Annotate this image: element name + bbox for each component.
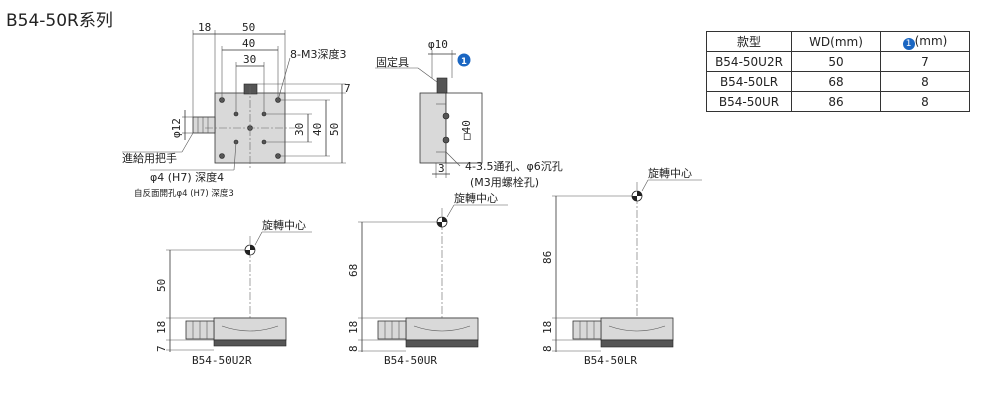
clamp-knob — [243, 83, 258, 95]
badge-1-text: 1 — [461, 57, 467, 67]
model-2-caption: B54-50UR — [384, 354, 437, 367]
model-3-caption: B54-50LR — [584, 354, 637, 367]
page-title: B54-50R系列 — [6, 11, 113, 31]
label-pin-hole: φ4 (H7) 深度4 — [150, 170, 224, 184]
label-feed-handle: 進給用把手 — [122, 151, 177, 165]
cell-val: 8 — [880, 71, 970, 92]
model-view-2: 旋轉中心 68 18 8 B54-50UR — [347, 191, 508, 367]
model-1-caption: B54-50U2R — [192, 354, 252, 367]
model-1-stage: 18 — [155, 321, 168, 334]
side-knob — [436, 77, 448, 94]
model-3-rotation-center: 旋轉中心 — [648, 166, 692, 180]
label-through-holes: 4-3.5通孔、φ6沉孔 — [465, 160, 563, 173]
dim-50-top: 50 — [242, 21, 255, 34]
header-mm: (mm) — [914, 33, 948, 48]
model-view-1: 旋轉中心 50 18 7 B54-50U2R — [155, 218, 312, 367]
dim-7: 7 — [344, 82, 351, 95]
dim-phi12: φ12 — [170, 118, 183, 138]
table-row: B54-50U2R 50 7 — [706, 51, 970, 72]
top-view: 18 50 40 30 7 30 40 50 φ12 8-M3深度3 進給用把手… — [122, 21, 351, 199]
header-model: 款型 — [706, 31, 792, 52]
spec-table: 款型 WD(mm) 1(mm) B54-50U2R 50 7 B54-50LR … — [706, 31, 970, 112]
header-wd: WD(mm) — [791, 31, 881, 52]
model-1-height: 50 — [155, 279, 168, 292]
cell-model: B54-50U2R — [706, 51, 792, 72]
feed-handle — [192, 116, 216, 134]
label-fixture: 固定具 — [376, 55, 409, 69]
model-2-offset: 8 — [347, 345, 360, 352]
label-back-pin-hole: 自反面開孔φ4 (H7) 深度3 — [134, 188, 234, 199]
model-1-offset: 7 — [155, 345, 168, 352]
cell-wd: 86 — [791, 91, 881, 112]
dim-phi10: φ10 — [428, 38, 448, 51]
cell-model: B54-50UR — [706, 91, 792, 112]
label-bolt-holes: (M3用螺栓孔) — [470, 175, 539, 189]
badge-1-icon — [457, 53, 471, 67]
dim-30-top: 30 — [243, 53, 256, 66]
dim-50-right: 50 — [328, 123, 341, 136]
badge-1-icon: 1 — [902, 37, 915, 50]
dim-3: 3 — [438, 162, 445, 175]
dim-30-right: 30 — [293, 123, 306, 136]
table-row: B54-50UR 86 8 — [706, 91, 970, 112]
dim-40-right: 40 — [311, 123, 324, 136]
model-view-3: 旋轉中心 86 18 8 B54-50LR — [541, 166, 702, 367]
model-3-offset: 8 — [541, 345, 554, 352]
dim-square40: □40 — [460, 120, 473, 140]
model-3-stage: 18 — [541, 321, 554, 334]
label-tapped-holes: 8-M3深度3 — [290, 47, 346, 61]
model-1-rotation-center: 旋轉中心 — [262, 218, 306, 232]
cell-val: 7 — [880, 51, 970, 72]
side-view: φ10 □40 3 固定具 1 4-3.5通孔、φ6沉孔 (M3用螺栓孔) — [375, 38, 563, 189]
cell-wd: 50 — [791, 51, 881, 72]
cell-model: B54-50LR — [706, 71, 792, 92]
model-3-height: 86 — [541, 251, 554, 264]
cell-val: 8 — [880, 91, 970, 112]
model-2-height: 68 — [347, 264, 360, 277]
side-body — [419, 92, 447, 164]
cell-wd: 68 — [791, 71, 881, 92]
table-row: B54-50LR 68 8 — [706, 71, 970, 92]
side-outline — [445, 92, 483, 164]
header-badge-col: 1(mm) — [880, 31, 970, 52]
table-header-row: 款型 WD(mm) 1(mm) — [706, 31, 970, 52]
dim-40-top: 40 — [242, 37, 255, 50]
dim-18: 18 — [198, 21, 211, 34]
model-2-rotation-center: 旋轉中心 — [454, 191, 498, 205]
model-2-stage: 18 — [347, 321, 360, 334]
